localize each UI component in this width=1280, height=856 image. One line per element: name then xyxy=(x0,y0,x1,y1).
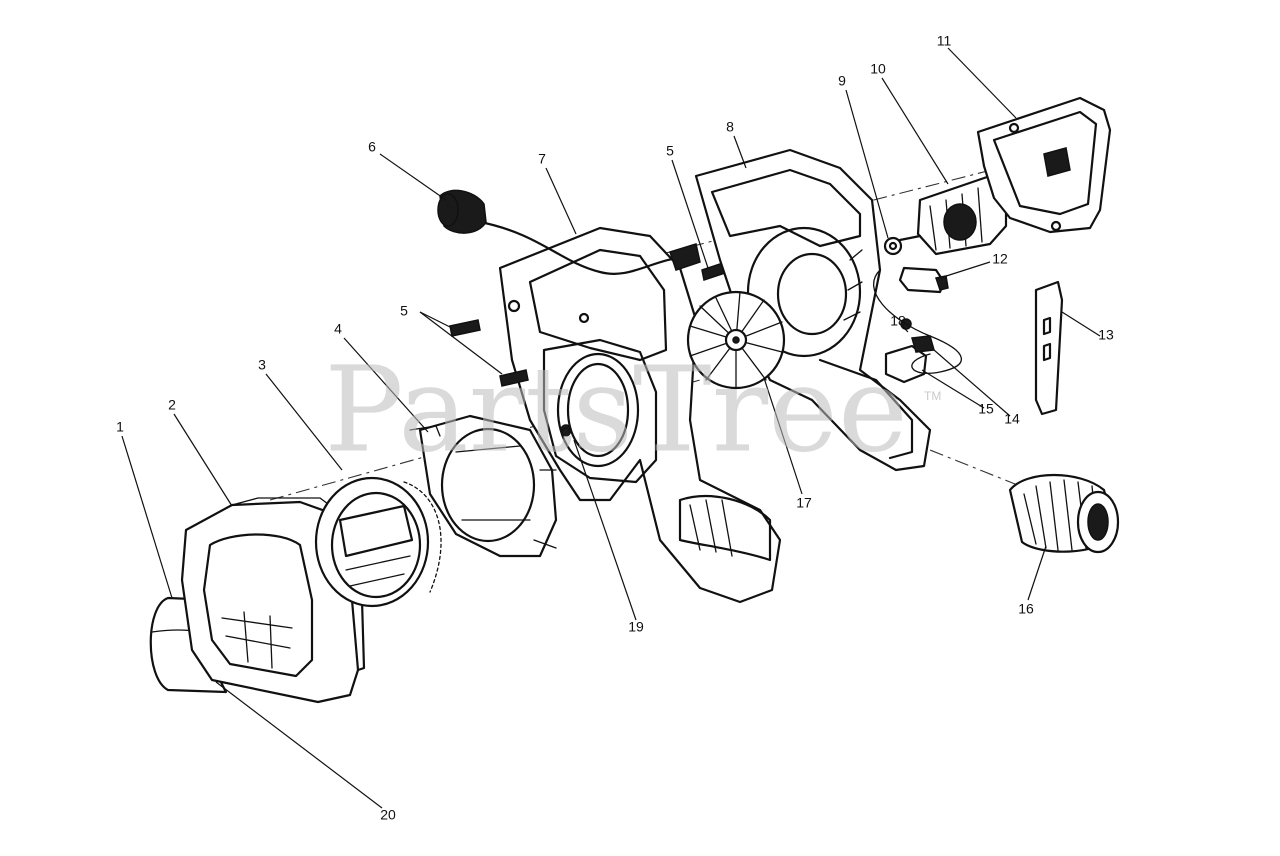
callout-8[interactable]: 8 xyxy=(726,119,734,135)
callout-17[interactable]: 17 xyxy=(796,495,812,511)
callout-5b[interactable]: 5 xyxy=(666,143,674,159)
part-3-intake-ring[interactable] xyxy=(314,476,442,608)
callout-3[interactable]: 3 xyxy=(258,357,266,373)
part-6-power-cord[interactable] xyxy=(437,189,701,275)
callout-4[interactable]: 4 xyxy=(334,321,342,337)
part-12-switch[interactable] xyxy=(898,266,949,294)
leader-lines xyxy=(121,47,1101,809)
callout-16[interactable]: 16 xyxy=(1018,601,1034,617)
part-14-wire[interactable] xyxy=(873,269,962,374)
watermark-text: PartsTree xyxy=(324,341,908,479)
callout-20[interactable]: 20 xyxy=(380,807,396,823)
callout-1[interactable]: 1 xyxy=(116,419,124,435)
callout-11[interactable]: 11 xyxy=(937,33,952,49)
part-7-main-housing[interactable] xyxy=(498,226,782,604)
part-16-knob[interactable] xyxy=(1008,474,1120,554)
callout-14[interactable]: 14 xyxy=(1004,411,1020,427)
callout-2[interactable]: 2 xyxy=(168,397,176,413)
callout-7[interactable]: 7 xyxy=(538,151,546,167)
callout-18[interactable]: 18 xyxy=(890,313,906,329)
callout-15[interactable]: 15 xyxy=(978,401,994,417)
part-13-bracket[interactable] xyxy=(1034,280,1064,416)
callout-6[interactable]: 6 xyxy=(368,139,376,155)
part-17-fan-impeller[interactable] xyxy=(686,290,786,390)
watermark-trademark: TM xyxy=(924,389,941,403)
callout-9[interactable]: 9 xyxy=(838,73,846,89)
part-4-shroud-frame[interactable] xyxy=(409,414,558,558)
callout-12[interactable]: 12 xyxy=(992,251,1008,267)
callout-5a[interactable]: 5 xyxy=(400,303,408,319)
callout-13[interactable]: 13 xyxy=(1098,327,1114,343)
part-9-washer[interactable] xyxy=(883,236,903,256)
part-11-motor-cover[interactable] xyxy=(976,96,1112,234)
part-19-fastener[interactable] xyxy=(561,427,571,437)
callout-labels: 1 2 3 4 5 5 6 7 8 9 10 11 12 13 14 15 16… xyxy=(116,33,1114,823)
callout-19[interactable]: 19 xyxy=(628,619,644,635)
watermark: PartsTree TM xyxy=(324,341,941,479)
callout-10[interactable]: 10 xyxy=(870,61,886,77)
